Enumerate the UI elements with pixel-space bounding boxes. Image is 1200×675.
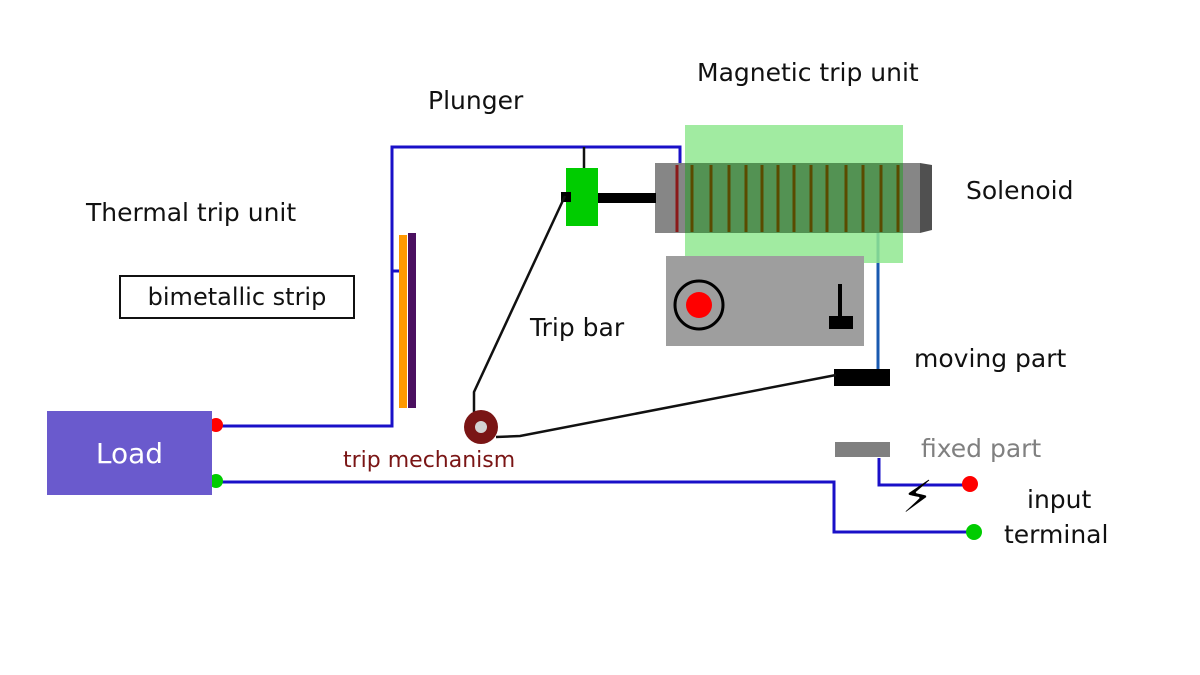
magnetic-trip-unit-label: Magnetic trip unit [697,58,919,87]
terminal-label: terminal [1004,520,1109,549]
load-label: Load [95,436,164,470]
spark-icon: ⚡ [902,472,933,523]
solenoid-endcap [920,163,932,233]
trip-bar-pivot [686,292,712,318]
load-box: Load [47,411,212,495]
wire-fixed-part-to-input [877,458,968,487]
plunger-pin [561,192,571,202]
trip-bar-latch-foot [829,316,853,329]
linkage-mechanism-to-moving-part [495,373,837,439]
bimetallic-strip-label: bimetallic strip [147,283,327,311]
trip-bar-pivot-ring [673,279,725,331]
plunger-rod [598,193,656,203]
bimetallic-strip-label-box: bimetallic strip [119,275,355,319]
load-terminal-negative [209,474,223,488]
input-terminal-positive [962,476,978,492]
trip-mechanism-hub [475,421,487,433]
bimetal-layer-b [408,233,416,408]
trip-mechanism-label: trip mechanism [343,448,516,473]
solenoid-label: Solenoid [966,176,1074,205]
load-terminal-positive [209,418,223,432]
fixed-contact [835,442,890,457]
input-terminal-negative [966,524,982,540]
wire-load-return [222,480,972,534]
wire-load-to-plunger [222,145,682,428]
moving-contact [834,369,890,386]
input-label: input [1027,485,1092,514]
plunger-label: Plunger [428,86,524,115]
plunger-body [566,168,598,226]
thermal-trip-unit-label: Thermal trip unit [86,198,297,227]
linkage-plunger-to-mechanism [472,195,567,412]
coil-turns [690,165,900,232]
trip-bar-label: Trip bar [530,313,625,342]
moving-part-label: moving part [914,344,1067,373]
fixed-part-label: fixed part [921,434,1042,463]
bimetal-layer-a [399,235,407,408]
